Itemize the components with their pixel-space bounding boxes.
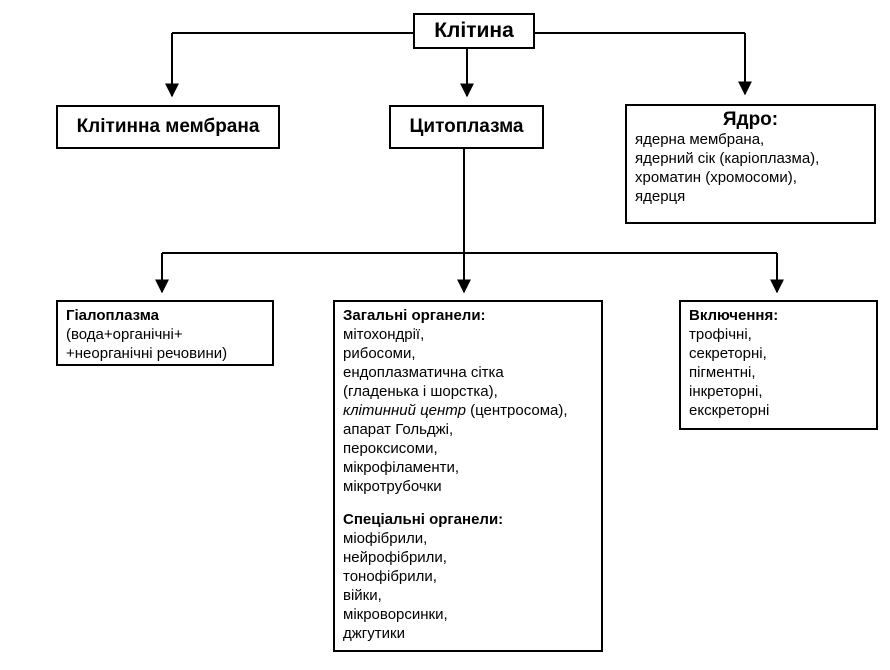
special-organelle-item: джгутики — [343, 625, 405, 642]
hyaloplasm-line: +неорганічні речовини) — [66, 345, 228, 362]
inclusion-item: пігментні, — [689, 364, 756, 381]
inclusion-item: секреторні, — [689, 345, 767, 362]
special-organelle-item: міофібрили, — [343, 530, 428, 547]
nucleus-item: хроматин (хромосоми), — [635, 169, 797, 186]
inclusions-box: Включення: трофічні, секреторні, пігмент… — [679, 300, 878, 430]
hyaloplasm-line: (вода+органічні+ — [66, 326, 183, 343]
membrane-box: Клітинна мембрана — [56, 105, 280, 149]
nucleus-item: ядерна мембрана, — [635, 131, 765, 148]
organelle-item: (гладенька і шорстка), — [343, 383, 498, 400]
nucleus-title: Ядро: — [722, 109, 779, 130]
organelle-item: пероксисоми, — [343, 440, 438, 457]
nucleus-item: ядерця — [635, 188, 686, 205]
cell-root-box: Клітина — [413, 13, 535, 49]
special-organelle-item: війки, — [343, 587, 382, 604]
cytoplasm-box: Цитоплазма — [389, 105, 544, 149]
hyaloplasm-title: Гіалоплазма — [66, 307, 159, 324]
centrosome-note: (центросома), — [465, 402, 568, 419]
organelle-item: мікрофіламенти, — [343, 459, 460, 476]
special-organelle-item: нейрофібрили, — [343, 549, 447, 566]
membrane-label: Клітинна мембрана — [76, 116, 260, 137]
section-gap — [343, 496, 593, 510]
organelle-item: апарат Гольджі, — [343, 421, 454, 438]
organelle-item-centrosome: клітинний центр (центросома), — [343, 401, 593, 420]
inclusion-item: інкреторні, — [689, 383, 763, 400]
special-organelle-item: тонофібрили, — [343, 568, 437, 585]
inclusion-item: екскреторні — [689, 402, 770, 419]
organelle-item: рибосоми, — [343, 345, 416, 362]
organelle-item: ендоплазматична сітка — [343, 364, 504, 381]
cytoplasm-label: Цитоплазма — [409, 116, 524, 137]
organelle-item: мікротрубочки — [343, 478, 442, 495]
organelles-box: Загальні органели: мітохондрії, рибосоми… — [333, 300, 603, 652]
inclusions-title: Включення: — [689, 307, 779, 324]
special-organelle-item: мікроворсинки, — [343, 606, 448, 623]
organelle-item-italic: клітинний центр — [343, 402, 466, 419]
special-organelles-title: Спеціальні органели: — [343, 511, 504, 528]
nucleus-box: Ядро: ядерна мембрана, ядерний сік (карі… — [625, 104, 876, 224]
hyaloplasm-box: Гіалоплазма (вода+органічні+ +неорганічн… — [56, 300, 274, 366]
cell-root-label: Клітина — [434, 19, 514, 42]
general-organelles-title: Загальні органели: — [343, 307, 486, 324]
inclusion-item: трофічні, — [689, 326, 752, 343]
organelle-item: мітохондрії, — [343, 326, 425, 343]
nucleus-item: ядерний сік (каріоплазма), — [635, 150, 820, 167]
